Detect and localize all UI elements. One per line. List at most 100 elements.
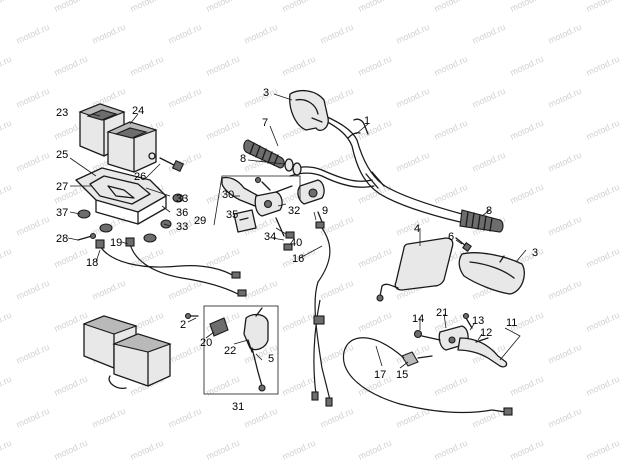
watermark-text-73: motod.ru (357, 246, 393, 270)
callout-4: 4 (414, 223, 420, 235)
watermark-text-60: motod.ru (15, 214, 51, 238)
callout-6: 6 (448, 231, 454, 243)
callout-33-lower: 33 (176, 221, 188, 233)
watermark-text-4: motod.ru (281, 0, 317, 14)
callout-32: 32 (288, 205, 300, 217)
callout-33-upper: 33 (176, 193, 188, 205)
watermark-text-15: motod.ru (471, 22, 507, 46)
callout-16: 16 (292, 253, 304, 265)
watermark-text-20: motod.ru (205, 54, 241, 78)
watermark-text-12: motod.ru (243, 22, 279, 46)
watermark-text-69: motod.ru (53, 246, 89, 270)
watermark-text-10: motod.ru (91, 22, 127, 46)
watermark-text-11: motod.ru (167, 22, 203, 46)
watermark-text-50: motod.ru (547, 150, 583, 174)
bolt-26 (159, 157, 185, 173)
watermark-text-114: motod.ru (243, 406, 279, 430)
callout-2: 2 (180, 319, 186, 331)
callout-3-left: 3 (263, 87, 269, 99)
callout-25: 25 (56, 149, 68, 161)
watermark-text-21: motod.ru (281, 54, 317, 78)
watermark-text-124: motod.ru (357, 438, 393, 462)
watermark-text-0: motod.ru (0, 0, 13, 14)
watermark-text-42: motod.ru (585, 118, 621, 142)
callout-14: 14 (412, 313, 424, 325)
watermark-text-7: motod.ru (509, 0, 545, 14)
watermark-text-24: motod.ru (509, 54, 545, 78)
watermark-text-120: motod.ru (53, 438, 89, 462)
watermark-text-59: motod.ru (585, 182, 621, 206)
callout-3-right: 3 (532, 247, 538, 259)
watermark-text-51: motod.ru (0, 182, 13, 206)
callout-23: 23 (56, 107, 68, 119)
watermark-text-80: motod.ru (243, 278, 279, 302)
watermark-text-76: motod.ru (585, 246, 621, 270)
screw-28 (77, 232, 97, 241)
callout-20: 20 (200, 337, 212, 349)
bracket-11 (499, 327, 521, 361)
watermark-text-16: motod.ru (547, 22, 583, 46)
watermark-text-67: motod.ru (547, 214, 583, 238)
watermark-text-122: motod.ru (205, 438, 241, 462)
watermark-text-121: motod.ru (129, 438, 165, 462)
callout-9: 9 (322, 205, 328, 217)
callout-13: 13 (472, 315, 484, 327)
watermark-text-71: motod.ru (205, 246, 241, 270)
watermark-text-57: motod.ru (433, 182, 469, 206)
watermark-text-18: motod.ru (53, 54, 89, 78)
watermark-text-3: motod.ru (205, 0, 241, 14)
watermark-text-84: motod.ru (547, 278, 583, 302)
callout-24: 24 (132, 105, 144, 117)
watermark-text-96: motod.ru (167, 342, 203, 366)
callout-28: 28 (56, 233, 68, 245)
callout-22: 22 (224, 345, 236, 357)
watermark-text-45: motod.ru (167, 150, 203, 174)
watermark-text-29: motod.ru (243, 86, 279, 110)
watermark-text-89: motod.ru (281, 310, 317, 334)
callout-8-right: 8 (486, 205, 492, 217)
watermark-text-117: motod.ru (471, 406, 507, 430)
callout-11: 11 (506, 317, 517, 329)
watermark-text-85: motod.ru (0, 310, 13, 334)
callout-7: 7 (262, 117, 268, 129)
watermark-text-123: motod.ru (281, 438, 317, 462)
watermark-text-110: motod.ru (585, 374, 621, 398)
watermark-text-40: motod.ru (433, 118, 469, 142)
watermark-text-43: motod.ru (15, 150, 51, 174)
callout-26: 26 (134, 171, 146, 183)
watermark-text-78: motod.ru (91, 278, 127, 302)
watermark-text-22: motod.ru (357, 54, 393, 78)
watermark-text-77: motod.ru (15, 278, 51, 302)
throttle-housing (297, 179, 325, 229)
rubber-pads (77, 193, 184, 243)
watermark-text-94: motod.ru (15, 342, 51, 366)
watermark-text-127: motod.ru (585, 438, 621, 462)
watermark-text-37: motod.ru (205, 118, 241, 142)
watermark-text-125: motod.ru (433, 438, 469, 462)
callout-40: 40 (290, 237, 302, 249)
watermark-text-68: motod.ru (0, 246, 13, 270)
watermark-text-14: motod.ru (395, 22, 431, 46)
watermark-text-9: motod.ru (15, 22, 51, 46)
callout-35: 35 (226, 209, 238, 221)
watermark-text-103: motod.ru (53, 374, 89, 398)
callout-labels: 1 2 3 3 4 5 6 7 8 8 9 11 12 13 14 15 16 … (56, 87, 538, 413)
watermark-text-8: motod.ru (585, 0, 621, 14)
watermark-text-112: motod.ru (91, 406, 127, 430)
watermark-text-102: motod.ru (0, 374, 13, 398)
callout-31: 31 (232, 401, 244, 413)
callout-34: 34 (264, 231, 276, 243)
watermark-text-98: motod.ru (319, 342, 355, 366)
callout-21: 21 (436, 307, 448, 319)
callout-19: 19 (110, 237, 122, 249)
watermark-text-41: motod.ru (509, 118, 545, 142)
watermark-text-58: motod.ru (509, 182, 545, 206)
watermark-text-25: motod.ru (585, 54, 621, 78)
watermark-text-32: motod.ru (471, 86, 507, 110)
watermark-text-17: motod.ru (0, 54, 13, 78)
instrument-panels-lower (82, 315, 172, 389)
washers (284, 158, 302, 176)
callout-29: 29 (194, 215, 206, 227)
watermark-text-56: motod.ru (357, 182, 393, 206)
